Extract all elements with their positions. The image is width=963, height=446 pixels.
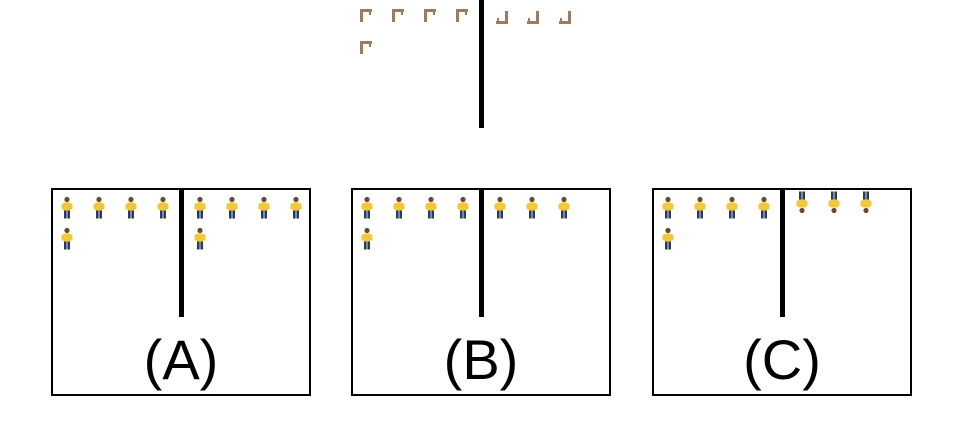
option-card-a[interactable]: (A) (51, 188, 311, 396)
option-card-c[interactable]: (C) (652, 188, 912, 396)
person-icon (662, 227, 674, 250)
chair-icon (424, 9, 436, 22)
person-icon (61, 227, 73, 250)
person-icon (694, 196, 706, 219)
chair-icon (456, 9, 468, 22)
person-icon (758, 196, 770, 219)
person-icon (526, 196, 538, 219)
person-icon (726, 196, 738, 219)
person-icon (662, 196, 674, 219)
option-label: (C) (743, 328, 821, 391)
divider-line (479, 0, 484, 128)
divider-line (479, 190, 484, 317)
chair-icon (360, 41, 372, 54)
person-icon (393, 196, 405, 219)
chair-icon (496, 11, 508, 24)
person-icon (157, 196, 169, 219)
person-icon (194, 227, 206, 250)
person-icon (361, 227, 373, 250)
option-label: (B) (443, 328, 519, 391)
divider-line (780, 190, 785, 317)
person-icon (93, 196, 105, 219)
person-icon (425, 196, 437, 219)
chair-icon (360, 9, 372, 22)
person-icon (796, 191, 808, 214)
person-icon (828, 191, 840, 214)
person-icon (558, 196, 570, 219)
person-icon (258, 196, 270, 219)
person-icon (361, 196, 373, 219)
person-icon (457, 196, 469, 219)
person-icon (226, 196, 238, 219)
divider-line (179, 190, 184, 317)
person-icon (125, 196, 137, 219)
person-icon (290, 196, 302, 219)
option-card-b[interactable]: (B) (351, 188, 611, 396)
person-icon (61, 196, 73, 219)
chair-icon (392, 9, 404, 22)
option-label: (A) (143, 328, 219, 391)
chair-icon (559, 11, 571, 24)
person-icon (194, 196, 206, 219)
person-icon (494, 196, 506, 219)
chair-icon (527, 11, 539, 24)
person-icon (860, 191, 872, 214)
